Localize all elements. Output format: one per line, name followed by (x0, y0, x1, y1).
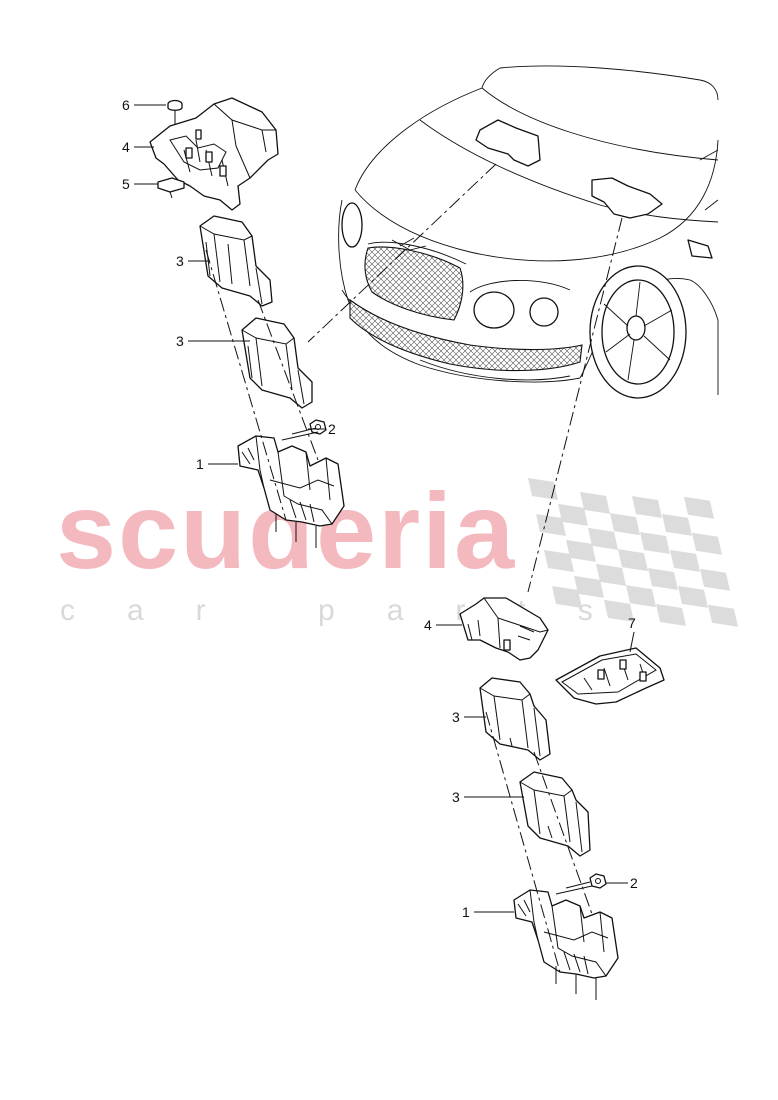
callout-2-upper: 2 (308, 421, 336, 437)
callout-7-lower: 7 (628, 615, 636, 653)
control-unit-part-3-lower-b (519, 771, 591, 857)
callout-labels: 6 4 5 3 3 2 1 4 (122, 97, 638, 920)
svg-text:4: 4 (424, 617, 432, 633)
flag-square (552, 586, 582, 608)
svg-text:3: 3 (176, 253, 184, 269)
svg-text:3: 3 (452, 789, 460, 805)
flag-square (610, 513, 640, 536)
carrier-part-1-upper (237, 427, 345, 548)
callout-1-upper: 1 (196, 456, 238, 472)
flag-square (678, 585, 708, 608)
bracket-part-4-upper (149, 97, 279, 211)
watermark: scuderia car parts (56, 470, 738, 627)
carrier-part-1-lower (513, 881, 619, 1000)
svg-text:4: 4 (122, 139, 130, 155)
callout-3-lower-a: 3 (452, 709, 486, 725)
bolt-part-6 (167, 99, 183, 124)
flag-square (656, 604, 686, 627)
control-unit-part-3-upper-b (241, 317, 313, 409)
upper-assembly (149, 97, 345, 548)
location-marker-lower (591, 177, 663, 219)
svg-text:1: 1 (462, 904, 470, 920)
callout-4-lower: 4 (424, 617, 462, 633)
flag-square (544, 550, 574, 572)
control-unit-part-3-upper-a (199, 215, 273, 307)
flag-square (588, 527, 618, 550)
flag-square (596, 563, 626, 586)
svg-text:3: 3 (452, 709, 460, 725)
svg-text:1: 1 (196, 456, 204, 472)
control-unit-part-3-lower-a (479, 677, 551, 761)
checkered-flag-logo (528, 478, 738, 627)
nut-part-2-upper (309, 419, 327, 435)
flag-square (626, 585, 656, 608)
svg-text:5: 5 (122, 176, 130, 192)
callout-3-upper-b: 3 (176, 333, 250, 349)
watermark-sub-text: car parts (60, 594, 645, 627)
svg-text:7: 7 (628, 615, 636, 631)
svg-text:2: 2 (630, 875, 638, 891)
flag-square (574, 575, 604, 598)
callout-6-upper: 6 (122, 97, 166, 113)
flag-square (528, 478, 558, 500)
callout-4-upper: 4 (122, 139, 154, 155)
svg-text:3: 3 (176, 333, 184, 349)
flag-square (618, 549, 648, 572)
flag-square (536, 514, 566, 536)
lower-assembly (459, 597, 665, 1000)
flag-square (558, 503, 588, 526)
base-tray-part-7 (555, 647, 665, 705)
flag-square (670, 549, 700, 572)
callout-5-upper: 5 (122, 176, 158, 192)
svg-text:2: 2 (328, 421, 336, 437)
callout-2-lower: 2 (606, 875, 638, 891)
callout-3-upper-a: 3 (176, 253, 210, 269)
flag-square (692, 532, 722, 555)
flag-square (580, 491, 610, 514)
flag-square (640, 532, 670, 555)
flag-square (648, 568, 678, 591)
svg-text:6: 6 (122, 97, 130, 113)
flag-square (632, 496, 662, 519)
car-front-illustration (307, 65, 719, 593)
bracket-part-4-lower (459, 597, 549, 661)
flag-square (566, 539, 596, 562)
flag-square (700, 568, 730, 591)
flag-square (662, 513, 692, 536)
location-marker-upper (475, 119, 541, 167)
callout-1-lower: 1 (462, 904, 514, 920)
nut-part-2-lower (589, 873, 607, 889)
flag-square (684, 496, 714, 519)
flag-square (604, 599, 634, 622)
flag-square (708, 604, 738, 627)
clip-part-5 (157, 177, 185, 199)
callout-3-lower-b: 3 (452, 789, 524, 805)
